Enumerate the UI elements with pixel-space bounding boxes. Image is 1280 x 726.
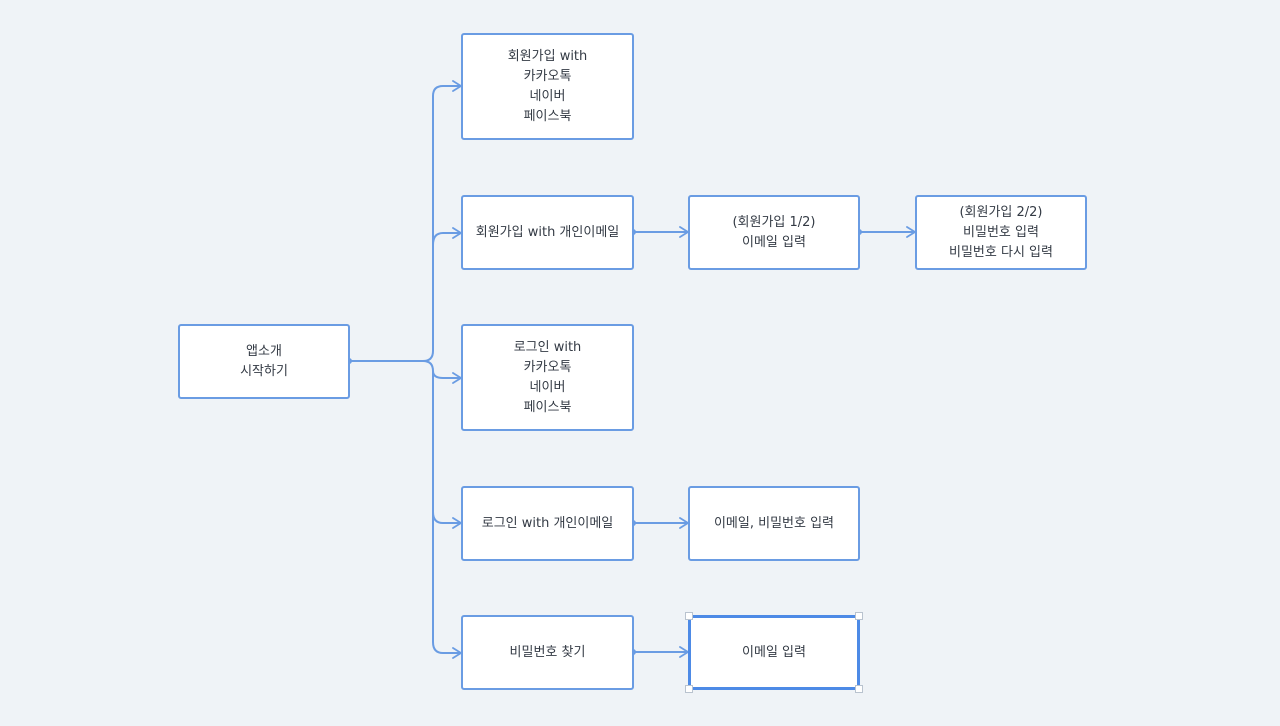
resize-handle-top-right[interactable] — [855, 612, 863, 620]
connector-intro-login-email[interactable] — [432, 371, 462, 529]
node-login-input[interactable]: 이메일, 비밀번호 입력 — [688, 486, 860, 561]
node-login-social-label: 로그인 with 카카오톡 네이버 페이스북 — [513, 339, 582, 415]
node-login-email[interactable]: 로그인 with 개인이메일 — [461, 486, 634, 561]
node-app-intro-label: 앱소개 시작하기 — [240, 343, 288, 379]
node-find-password-email-label: 이메일 입력 — [742, 644, 806, 660]
node-find-password-label: 비밀번호 찾기 — [509, 644, 586, 660]
connector-intro-login-social[interactable] — [349, 360, 462, 384]
node-login-input-label: 이메일, 비밀번호 입력 — [713, 515, 835, 531]
node-find-password-email[interactable]: 이메일 입력 — [688, 615, 860, 690]
node-signup-email[interactable]: 회원가입 with 개인이메일 — [461, 195, 634, 270]
node-signup-social-label: 회원가입 with 카카오톡 네이버 페이스북 — [507, 48, 588, 124]
node-signup-step2-label: (회원가입 2/2) 비밀번호 입력 비밀번호 다시 입력 — [949, 204, 1053, 260]
resize-handle-bottom-left[interactable] — [685, 685, 693, 693]
node-signup-step1[interactable]: (회원가입 1/2) 이메일 입력 — [688, 195, 860, 270]
resize-handle-top-left[interactable] — [685, 612, 693, 620]
node-signup-social[interactable]: 회원가입 with 카카오톡 네이버 페이스북 — [461, 33, 634, 140]
resize-handle-bottom-right[interactable] — [855, 685, 863, 693]
node-login-email-label: 로그인 with 개인이메일 — [481, 515, 614, 531]
node-signup-step2[interactable]: (회원가입 2/2) 비밀번호 입력 비밀번호 다시 입력 — [915, 195, 1087, 270]
node-signup-email-label: 회원가입 with 개인이메일 — [475, 224, 620, 240]
connector-intro-trunk[interactable] — [349, 80, 462, 362]
node-app-intro[interactable]: 앱소개 시작하기 — [178, 324, 350, 399]
connector-intro-signup-email[interactable] — [432, 227, 462, 246]
connector-intro-find-password[interactable] — [432, 512, 462, 659]
node-find-password[interactable]: 비밀번호 찾기 — [461, 615, 634, 690]
node-signup-step1-label: (회원가입 1/2) 이메일 입력 — [732, 214, 816, 250]
node-login-social[interactable]: 로그인 with 카카오톡 네이버 페이스북 — [461, 324, 634, 431]
